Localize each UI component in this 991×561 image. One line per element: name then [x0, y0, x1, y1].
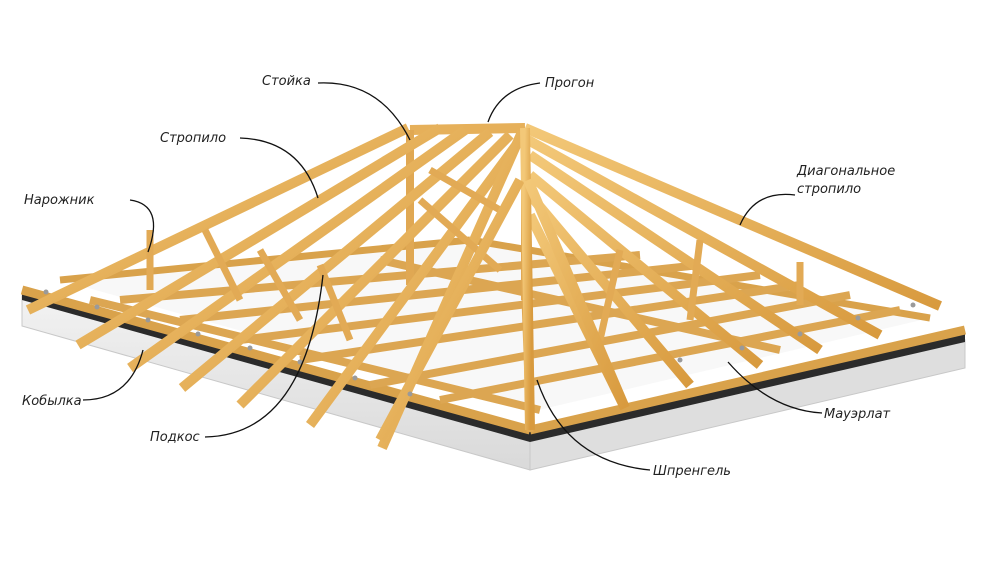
front-hip [375, 127, 630, 443]
leader-lines [82, 82, 823, 471]
leader-stropilo [239, 137, 319, 199]
label-kobylka: Кобылка [22, 394, 82, 409]
label-progon: Прогон [545, 76, 595, 91]
leader-diagonal [739, 193, 796, 226]
label-diagonal-line1: Диагональное [797, 164, 896, 179]
leader-mauerlat [727, 361, 823, 414]
right-struts [596, 239, 804, 341]
leader-shprengel [536, 379, 651, 471]
label-podkos: Подкос [150, 430, 200, 445]
left-struts [146, 166, 503, 342]
leader-stoyka [317, 82, 411, 141]
leader-kobylka [82, 349, 144, 401]
label-mauerlat: Мауэрлат [824, 407, 891, 422]
label-narozhnik: Нарожник [24, 193, 95, 208]
label-stoyka: Стойка [262, 74, 311, 89]
leader-narozhnik [129, 199, 155, 253]
label-diagonal-line2: стропило [797, 182, 862, 197]
leader-podkos [204, 274, 324, 438]
leader-progon [487, 82, 541, 123]
floor-joists [89, 251, 901, 414]
label-shprengel: Шпренгель [653, 464, 731, 479]
label-stropilo: Стропило [160, 131, 227, 146]
bolts [43, 289, 916, 397]
